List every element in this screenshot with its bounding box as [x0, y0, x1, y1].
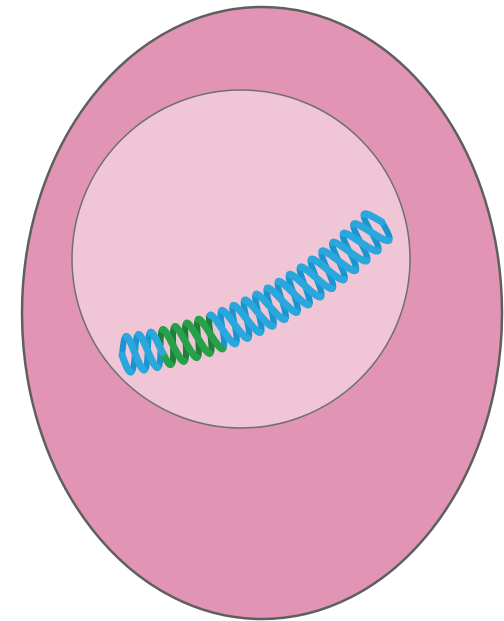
dna-strand-segment: [270, 307, 271, 309]
dna-strand-segment: [122, 355, 123, 357]
dna-strand-segment: [305, 286, 307, 287]
dna-strand-segment: [281, 300, 282, 302]
dna-strand-segment: [292, 292, 294, 293]
dna-strand-segment: [135, 353, 136, 355]
dna-strand-segment: [160, 347, 161, 349]
dna-strand-segment: [173, 345, 174, 347]
dna-strand-segment: [209, 333, 210, 335]
dna-strand-segment: [337, 260, 339, 261]
dna-strand-segment: [185, 341, 186, 343]
dna-strand-segment: [147, 350, 148, 352]
dna-strand-segment: [370, 232, 372, 233]
dna-strand-segment: [380, 221, 382, 222]
dna-strand-segment: [326, 269, 328, 270]
dna-strand-segment: [246, 318, 247, 320]
dna-strand-segment: [222, 329, 223, 331]
dna-strand-segment: [197, 337, 198, 339]
dna-strand-segment: [259, 313, 260, 315]
dna-strand-segment: [316, 277, 318, 278]
dna-strand-segment: [349, 252, 351, 253]
dna-strand-segment: [234, 324, 235, 326]
dna-strand-segment: [360, 242, 362, 243]
